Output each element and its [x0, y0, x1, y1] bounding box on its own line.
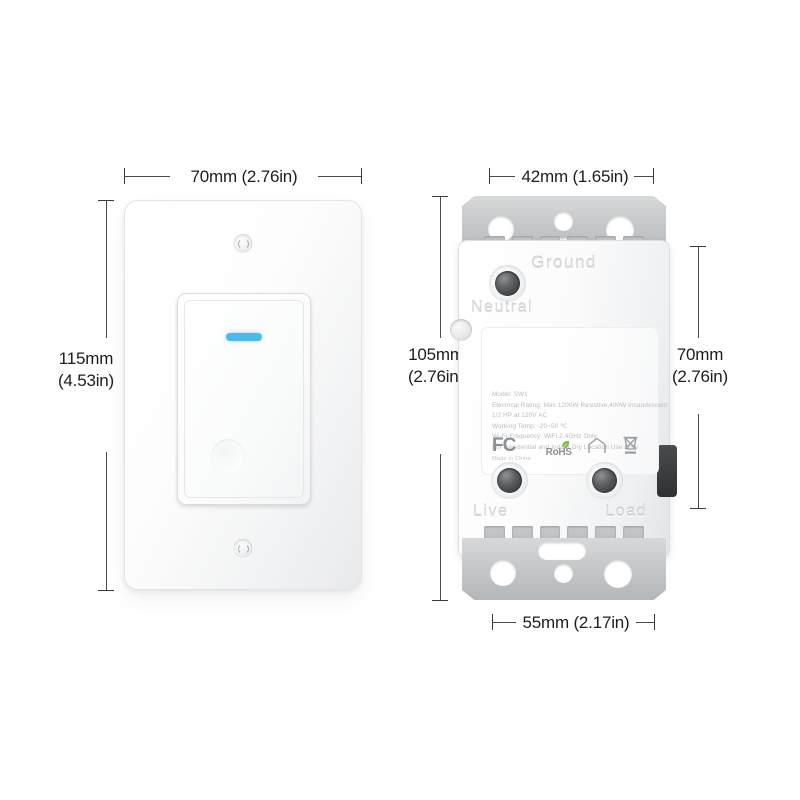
yoke-hole-center-bottom [554, 564, 573, 583]
module-bottom-width-label: 55mm (2.17in) [522, 613, 630, 632]
bottom-screw-hole-icon [233, 539, 253, 558]
faceplate-height-mm: 115mm [58, 349, 114, 368]
load-terminal-screw [592, 468, 617, 493]
yoke-slot-center-bottom [538, 542, 586, 560]
leaf-icon [562, 440, 569, 449]
spec-line: Wi-Fi Frequency: WiFi 2.4GHz Only [492, 433, 597, 440]
live-terminal-screw [497, 468, 522, 493]
crossed-bin-icon [623, 436, 638, 454]
faceplate-height-line-bottom [106, 452, 107, 590]
rocker-dimple [211, 439, 245, 473]
certification-marks: FC Made in China RoHS [492, 435, 648, 462]
weee-icon [622, 435, 639, 462]
module-left-height-in: (2.76in) [407, 367, 465, 386]
rohs-mark-text: RoHS [545, 447, 572, 458]
made-in-text: Made in China [492, 456, 531, 462]
indoor-house-icon [587, 437, 607, 462]
spec-line: 1/2 HP at 120V AC [492, 412, 548, 419]
side-connector-tab [657, 445, 677, 497]
spec-label: Model: SW1 Electrical Rating: Max 1200W … [481, 327, 667, 475]
load-terminal-label: Load [605, 503, 647, 520]
module-body: Ground Neutral Smart Switch SW1 Model: S… [450, 240, 677, 558]
house-icon [588, 437, 606, 453]
yoke-hole-right-bottom [604, 560, 632, 588]
module-right-height-line-top [698, 246, 699, 338]
wall-faceplate [124, 200, 362, 590]
fcc-mark-text: FC [492, 435, 516, 456]
module-right-height-line-bottom [698, 414, 699, 508]
module-left-height-tick-bottom [432, 600, 448, 601]
faceplate-height-tick-bottom [98, 590, 114, 591]
yoke-hole-center [554, 212, 573, 231]
module-left-height-line-bottom [440, 454, 441, 600]
live-terminal-label: Live [473, 503, 509, 520]
switch-module: Ground Neutral Smart Switch SW1 Model: S… [450, 196, 677, 600]
module-left-height-mm: 105mm [408, 345, 464, 364]
module-width-label: 42mm (1.65in) [521, 167, 629, 186]
module-left-height-label: 105mm (2.76in) [390, 344, 482, 388]
module-width-line-left [489, 176, 515, 177]
neutral-terminal-screw [495, 271, 520, 296]
ground-terminal-label: Ground [531, 253, 597, 272]
side-mounting-screw [450, 319, 472, 341]
rocker-inner-face [184, 300, 304, 498]
bottom-mounting-yoke [462, 538, 666, 600]
module-width-line-right [634, 176, 653, 177]
module-bottom-width-line-right [636, 622, 654, 623]
module-bottom-width-line-left [492, 622, 516, 623]
fcc-icon: FC Made in China [492, 436, 531, 462]
faceplate-width-label: 70mm (2.76in) [190, 167, 298, 186]
module-right-height-mm: 70mm [676, 345, 724, 364]
led-indicator [226, 333, 262, 341]
faceplate-width-line-left [124, 176, 170, 177]
module-left-height-line-top [440, 196, 441, 338]
spec-line: Electrical Rating: Max 1200W Resistive,4… [492, 401, 668, 409]
neutral-terminal-label: Neutral [471, 299, 534, 316]
module-width-tick-right [653, 168, 654, 184]
faceplate-width-line-right [318, 176, 361, 177]
spec-line: Model: SW1 [492, 391, 528, 398]
faceplate-height-line-top [106, 200, 107, 338]
faceplate-height-label: 115mm (4.53in) [36, 348, 136, 392]
module-right-height-tick-bottom [690, 508, 706, 509]
module-right-height-label: 70mm (2.76in) [654, 344, 746, 388]
spec-line: Working Temp: -20~50 ℃ [492, 422, 568, 430]
rohs-icon: RoHS [545, 440, 572, 462]
module-bottom-width-tick-right [654, 614, 655, 630]
module-right-height-in: (2.76in) [671, 367, 729, 386]
faceplate-height-in: (4.53in) [57, 371, 115, 390]
faceplate-width-tick-right [361, 168, 362, 184]
rocker-switch[interactable] [177, 293, 311, 505]
yoke-hole-left-bottom [490, 560, 516, 586]
top-screw-hole-icon [233, 234, 253, 253]
